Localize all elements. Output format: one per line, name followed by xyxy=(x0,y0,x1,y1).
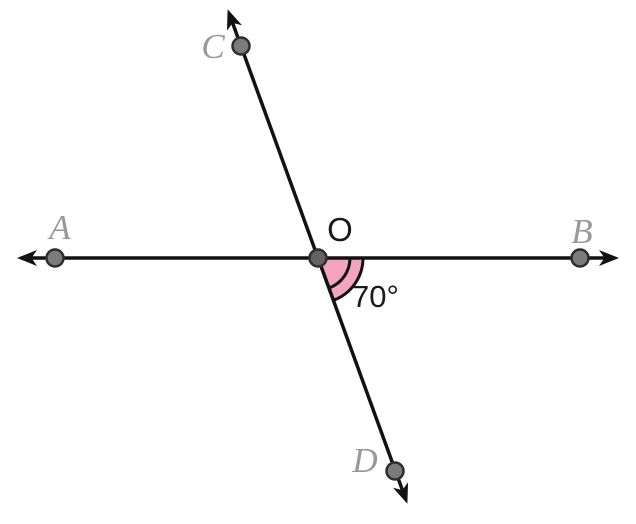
point-a xyxy=(45,248,65,268)
point-d-label: D xyxy=(351,441,377,480)
ray-od xyxy=(316,257,409,504)
point-c-label: C xyxy=(201,27,225,66)
point-o xyxy=(308,248,328,268)
point-c xyxy=(231,36,251,56)
point-b-label: B xyxy=(571,212,592,251)
angle-bod-label: 70° xyxy=(352,279,399,314)
point-o-label: O xyxy=(327,211,353,248)
point-d xyxy=(385,461,405,481)
angle-bod-inner-arc xyxy=(328,257,352,290)
point-b xyxy=(570,248,590,268)
point-a-label: A xyxy=(47,208,71,247)
